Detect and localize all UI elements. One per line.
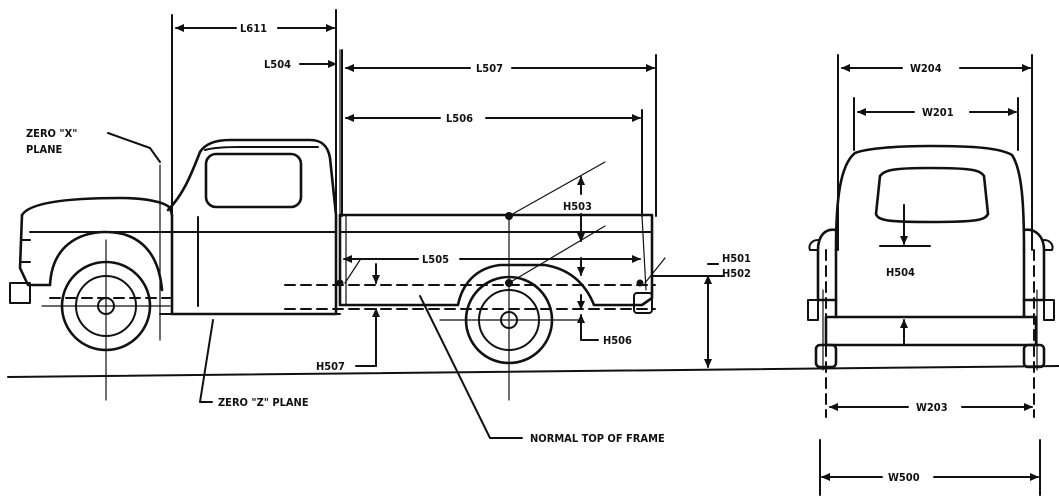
- rear-view-bumper: [824, 315, 1038, 347]
- zero-x-leader: [107, 132, 161, 163]
- label-W500: W500: [888, 471, 920, 484]
- label-H507: H507: [316, 360, 345, 373]
- label-H504: H504: [886, 266, 915, 279]
- label-zero-z: ZERO "Z" PLANE: [218, 396, 309, 409]
- label-H503: H503: [563, 200, 592, 213]
- bed-outline: [338, 213, 654, 307]
- label-zero-x-line1: ZERO "X": [26, 127, 77, 140]
- rear-cab-outline: [834, 144, 1026, 252]
- label-L611: L611: [240, 22, 267, 35]
- label-H506: H506: [603, 334, 632, 347]
- label-zero-x-line2: PLANE: [26, 143, 62, 156]
- normal-frame-leader: [419, 295, 523, 439]
- rear-window: [874, 166, 990, 224]
- label-W203: W203: [916, 401, 948, 414]
- label-W204: W204: [910, 62, 942, 75]
- label-H502: H502: [722, 267, 751, 280]
- label-H501: H501: [722, 252, 751, 265]
- zero-z-leader: [199, 319, 214, 403]
- label-L505: L505: [422, 253, 449, 266]
- ref-point: [636, 279, 644, 287]
- hood-outline: [20, 196, 174, 217]
- ground-line: [7, 365, 1059, 378]
- side-view-truck: [9, 9, 725, 439]
- ref-point: [336, 279, 344, 287]
- label-L506: L506: [446, 112, 473, 125]
- cab-outline: [166, 138, 338, 316]
- label-W201: W201: [922, 106, 954, 119]
- front-bumper: [9, 282, 31, 304]
- label-L504: L504: [264, 58, 291, 71]
- label-normal-frame: NORMAL TOP OF FRAME: [530, 432, 665, 445]
- rear-bumper: [633, 292, 653, 314]
- rear-view-truck: [807, 54, 1055, 496]
- label-L507: L507: [476, 62, 503, 75]
- cab-window: [204, 152, 303, 209]
